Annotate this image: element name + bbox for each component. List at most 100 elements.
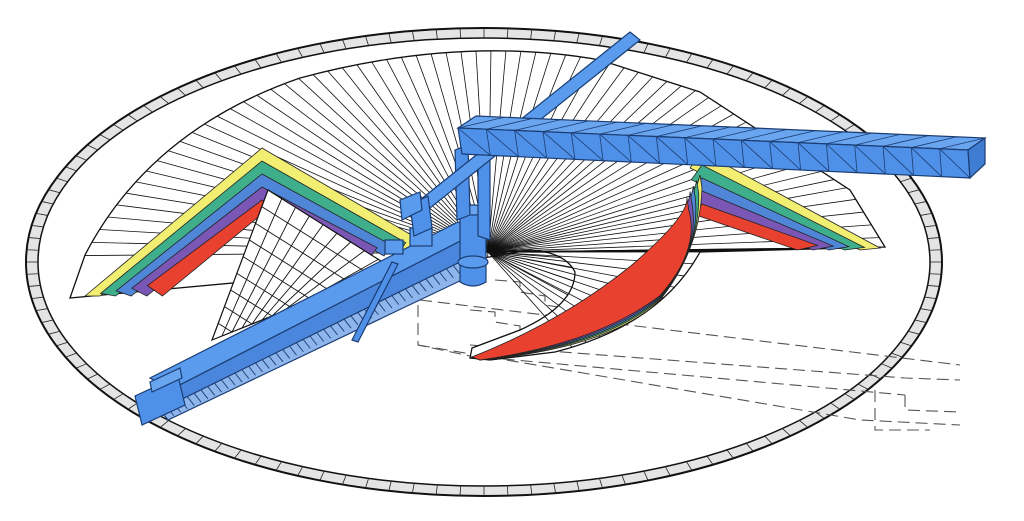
truss-diagonal (457, 127, 491, 156)
truss-top-diagonal (627, 124, 675, 136)
cone-ray (487, 179, 835, 253)
truss-top-diagonal (599, 122, 646, 135)
rim-segment (844, 124, 855, 131)
truss-post (910, 147, 914, 176)
rim-segment (920, 212, 933, 216)
rim-segment (26, 273, 39, 275)
rim-segment-lines (26, 28, 942, 496)
rim-segment (435, 29, 438, 40)
rim-segment (530, 484, 533, 495)
rim-segment (530, 29, 533, 40)
cone-ray (487, 251, 568, 296)
rim-segment (599, 478, 603, 489)
rim-segment (41, 201, 54, 205)
chain-link (227, 376, 236, 386)
rim-segment (908, 189, 920, 194)
cone-ray (487, 76, 653, 253)
chain-link (446, 268, 454, 279)
harrow-diagonal (221, 198, 283, 337)
chain-link (330, 325, 338, 336)
rim-segment (782, 428, 791, 437)
rim-segment (881, 363, 893, 369)
rim-segment (927, 237, 940, 239)
rim-segment (65, 352, 77, 358)
cone-ray (487, 251, 503, 256)
truss-top-diagonal (486, 118, 533, 130)
chain-link (268, 355, 277, 366)
rim-segment (706, 455, 714, 465)
rim-segment (411, 483, 415, 494)
reclaim-layer (470, 196, 692, 361)
rim-segment (177, 87, 186, 96)
truss-diagonal (599, 133, 632, 163)
chain-link (282, 349, 291, 359)
truss-post (627, 135, 632, 163)
rim-segment (857, 383, 869, 390)
truss-post (655, 136, 660, 164)
chain-link (425, 278, 434, 289)
chain-link (439, 271, 447, 282)
rim-segment (214, 442, 223, 452)
truss-top-diagonal (882, 135, 929, 147)
truss-post (769, 141, 773, 169)
rim-segment (908, 330, 920, 335)
rim-segment (870, 373, 881, 380)
truss-post (712, 138, 717, 167)
chain-link (452, 265, 461, 275)
rim-segment (99, 134, 111, 141)
rim-segment (726, 449, 734, 459)
rim-segment (99, 383, 111, 390)
rim-segment (643, 43, 649, 54)
rim-segment (799, 96, 809, 104)
rim-segment (435, 484, 438, 495)
chain-link (391, 295, 400, 305)
inclined-boom (351, 261, 399, 343)
truss-diagonal (627, 135, 660, 164)
rim-segment (553, 30, 557, 41)
chain-link (241, 369, 250, 379)
truss-post (854, 145, 858, 173)
truss-post (542, 131, 548, 159)
harrow-bar (230, 289, 273, 317)
truss-top-diagonal (797, 131, 844, 144)
truss-diagonal (741, 139, 773, 169)
truss-top-diagonal (457, 116, 505, 129)
rim-segment (929, 273, 942, 275)
chain-link (207, 386, 216, 396)
rim-segment (553, 483, 557, 494)
chain-link (316, 332, 325, 342)
cone-ray (487, 170, 822, 253)
truss-diagonal (684, 137, 717, 167)
truss-diagonal (911, 147, 943, 177)
rim-segment (35, 212, 48, 216)
harrow-bar (224, 306, 253, 325)
rim-segment (726, 65, 734, 75)
chain-link (350, 315, 359, 326)
truss-top-diagonal (939, 137, 986, 150)
rim-segment (48, 330, 60, 335)
harrow-diagonal (281, 250, 365, 313)
rim-segment (31, 296, 44, 300)
rim-segment (87, 144, 98, 151)
rim-segment (31, 224, 44, 228)
cone-ray (487, 162, 810, 253)
rim-segment (830, 114, 841, 122)
rim-segment (56, 177, 68, 183)
harrow-bar (249, 239, 333, 293)
rim-segment (254, 59, 262, 69)
rim-segment (113, 124, 124, 131)
truss-top-diagonal (542, 120, 590, 133)
rim-segment (686, 461, 693, 471)
rim-segment (65, 166, 77, 172)
truss-diagonal (486, 128, 519, 157)
cone-ray (487, 81, 668, 253)
rim-segment (844, 393, 855, 400)
chain-link (234, 372, 243, 383)
chain-link (296, 342, 304, 353)
truss-top-diagonal (514, 119, 561, 131)
cone-ray (487, 251, 575, 282)
chain-link (275, 352, 284, 363)
rim-segment (195, 79, 204, 89)
chain-link (418, 281, 427, 292)
chain-link (248, 365, 256, 376)
